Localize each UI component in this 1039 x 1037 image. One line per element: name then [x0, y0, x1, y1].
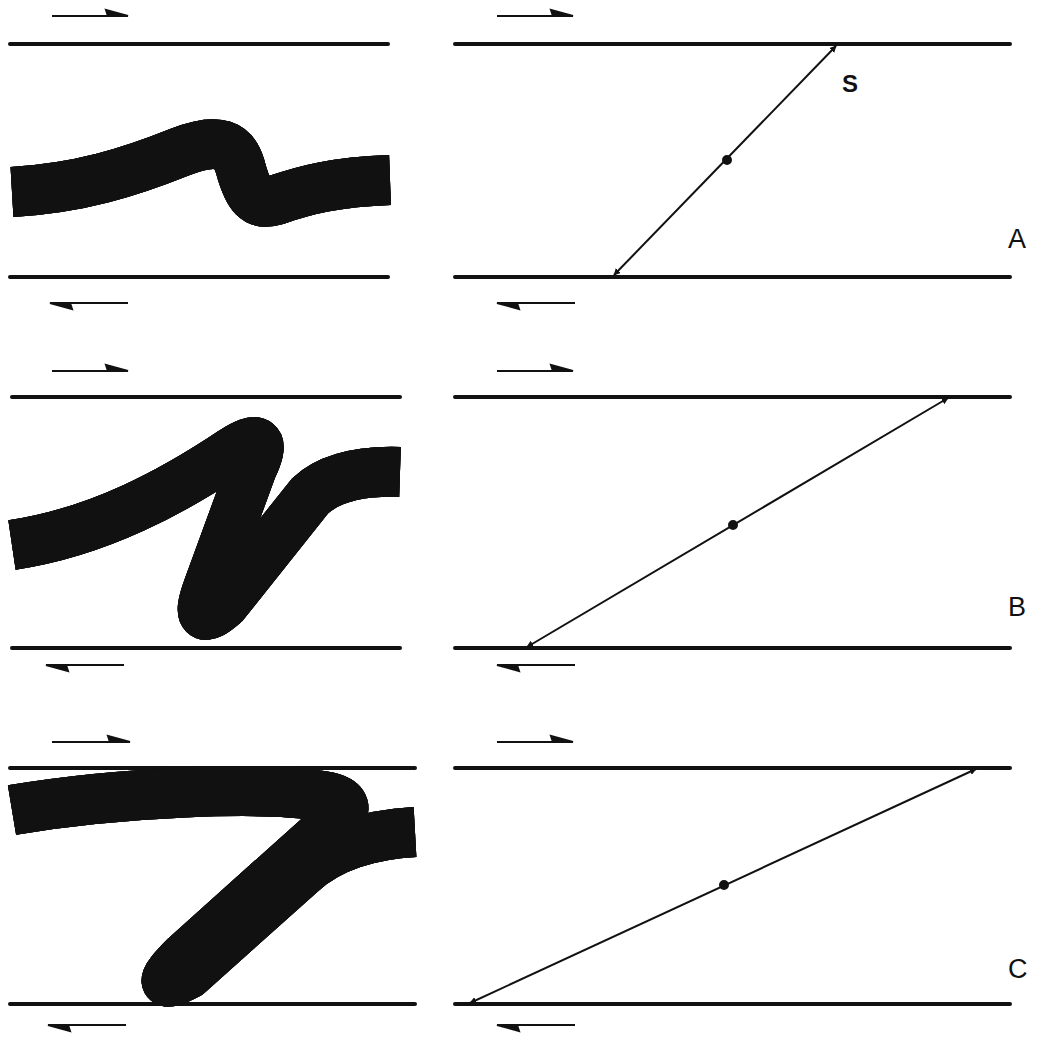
- panel-letter: B: [1008, 594, 1026, 621]
- panel-letter: C: [1008, 956, 1028, 983]
- stretching-axes: [470, 46, 976, 1003]
- folded-layers: [12, 144, 415, 982]
- shear-zone-boundaries: [10, 44, 1010, 1004]
- panel-letter: A: [1008, 226, 1026, 253]
- axis-label: S: [842, 72, 858, 96]
